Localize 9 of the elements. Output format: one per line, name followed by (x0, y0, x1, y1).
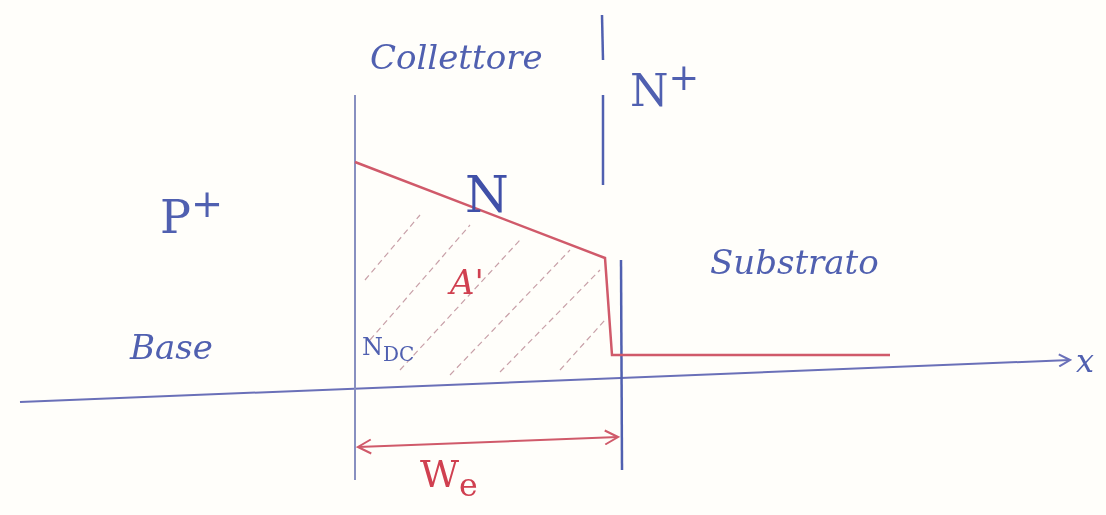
doping-label: P$^{+}$ (160, 185, 224, 241)
region-label: Base (130, 330, 213, 364)
region-label: Collettore (370, 40, 543, 74)
concentration-label: N$_{DC}$ (362, 335, 415, 364)
region-label: Substrato (710, 245, 879, 279)
width-label: W$_{e}$ (420, 455, 478, 502)
doping-label: N (465, 170, 509, 220)
doping-label: N$^{+}$ (630, 60, 700, 113)
axis-label: x (1076, 345, 1095, 377)
